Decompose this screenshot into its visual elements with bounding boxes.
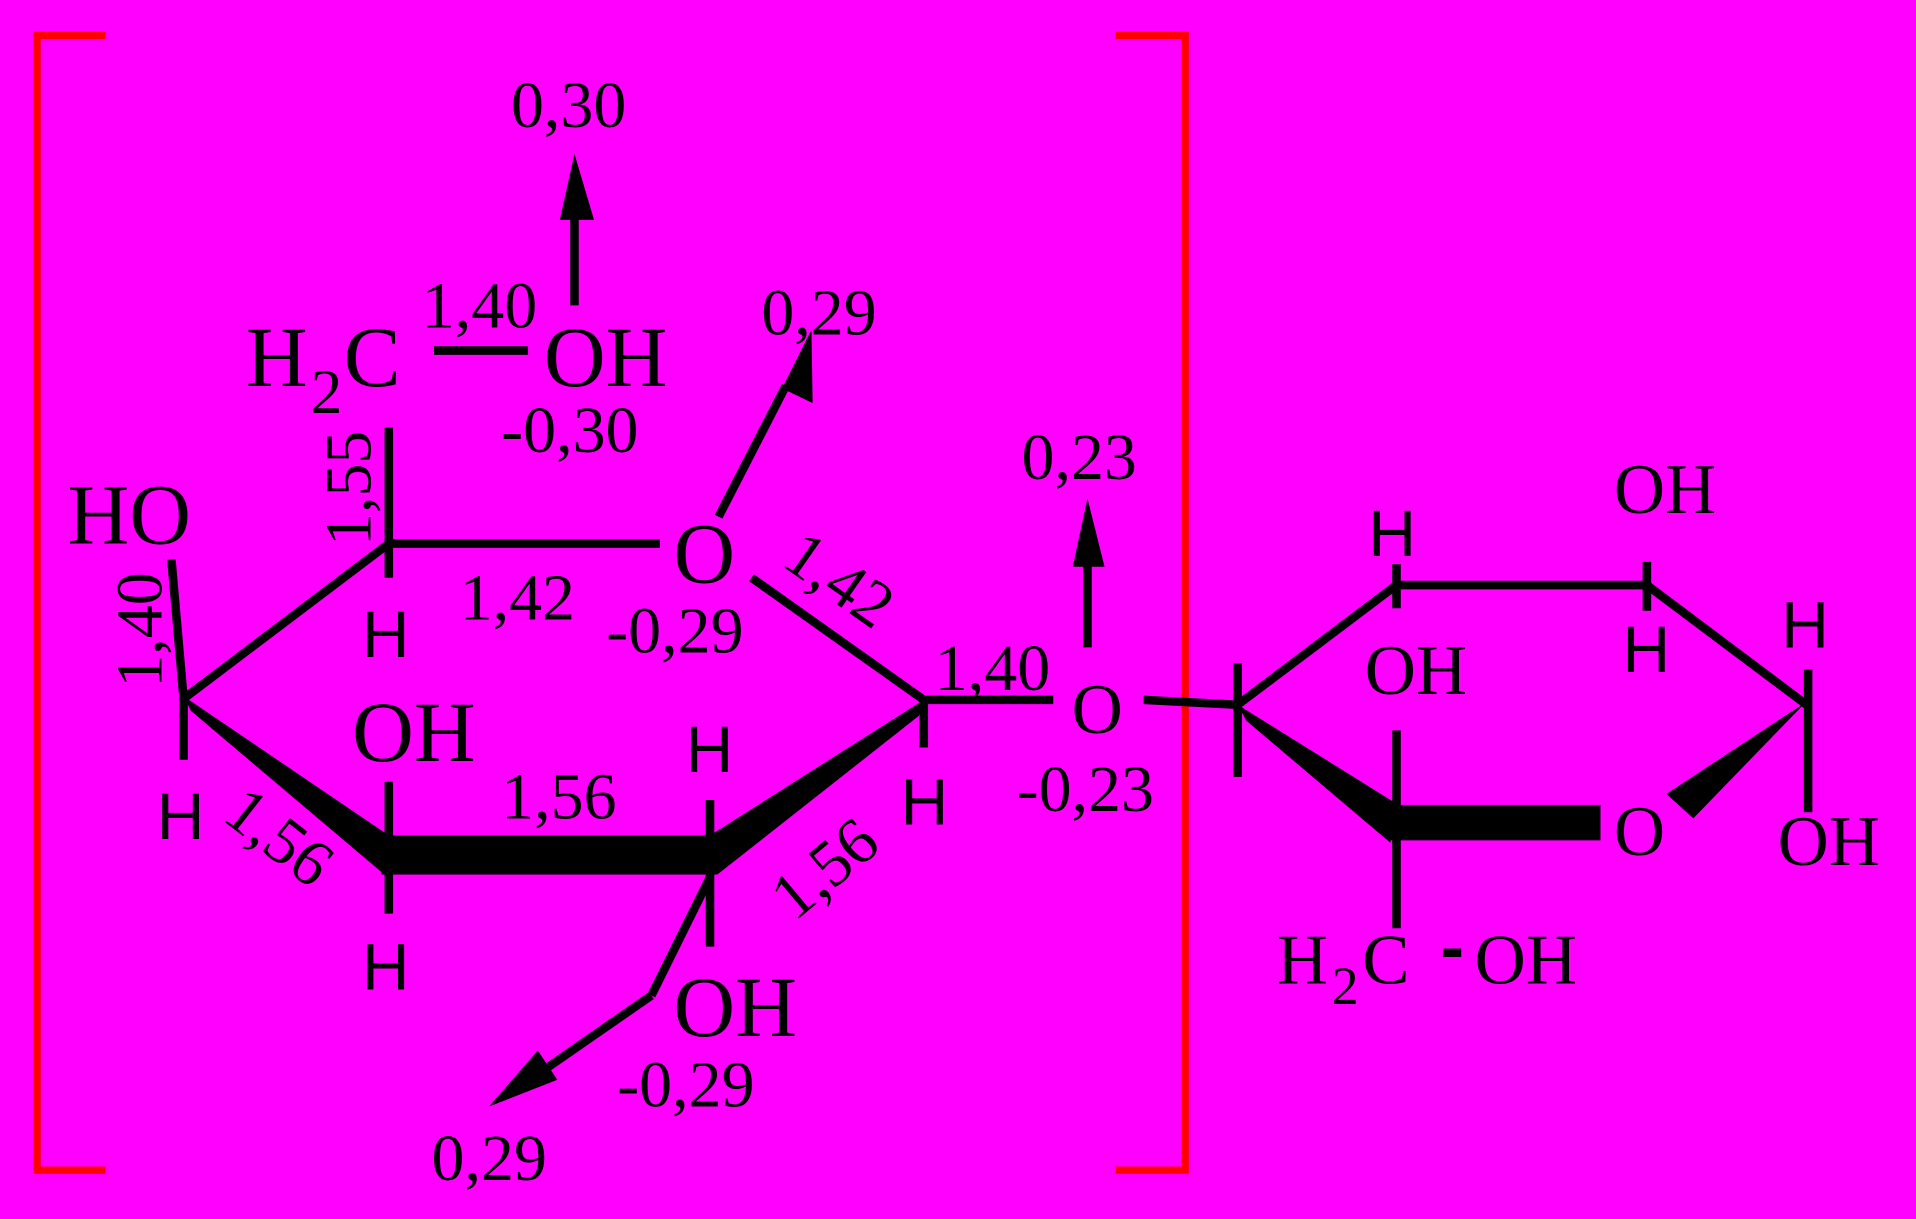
svg-text:H: H: [901, 764, 949, 838]
svg-text:0,30: 0,30: [511, 69, 626, 142]
svg-text:OH: OH: [544, 311, 668, 405]
svg-text:O: O: [1614, 793, 1665, 871]
svg-text:C: C: [1362, 921, 1409, 999]
svg-text:1,40: 1,40: [422, 269, 537, 342]
svg-text:OH: OH: [1614, 451, 1716, 529]
svg-text:-0,29: -0,29: [606, 594, 743, 667]
c3-hydroxyl: OH: [352, 686, 476, 780]
right-unit-labels: H OH OH H H O OH H 2 C OH: [1277, 451, 1880, 1016]
svg-text:C: C: [344, 311, 401, 405]
svg-text:OH: OH: [1475, 921, 1577, 999]
svg-text:2: 2: [1332, 956, 1359, 1016]
svg-text:H: H: [157, 779, 205, 853]
right-bracket: [1115, 31, 1189, 1174]
svg-text:1,56: 1,56: [501, 760, 616, 833]
svg-text:H: H: [1277, 921, 1328, 999]
c4-hydroxyl: HO: [68, 469, 191, 563]
svg-text:H: H: [1622, 612, 1670, 686]
left-ring-hydrogens: H H H H H: [157, 597, 948, 1003]
charge-labels: 0,30 -0,30 0,29 -0,29 0,23 -0,23 -0,29 0…: [432, 69, 1154, 1195]
svg-text:H: H: [246, 311, 308, 405]
svg-text:OH: OH: [1365, 632, 1467, 710]
svg-text:0,23: 0,23: [1022, 421, 1137, 494]
svg-text:-0,29: -0,29: [617, 1049, 754, 1122]
svg-text:1,40: 1,40: [935, 632, 1050, 705]
svg-text:H: H: [362, 929, 410, 1003]
svg-text:OH: OH: [1778, 803, 1880, 881]
svg-text:-0,30: -0,30: [501, 394, 638, 467]
bond-length-labels: 1,40 1,55 1,40 1,42 1,42 1,40 1,56 1,56 …: [104, 269, 1051, 933]
right-ring-wedges: [1237, 702, 1806, 843]
glycosidic-oxygen: O: [1072, 671, 1123, 749]
svg-text:-0,23: -0,23: [1017, 753, 1154, 826]
svg-text:2: 2: [311, 356, 343, 427]
c2-hydroxyl: OH: [673, 961, 797, 1055]
svg-text:1,42: 1,42: [460, 561, 575, 634]
left-bracket: [33, 31, 106, 1174]
svg-text:H: H: [362, 597, 410, 671]
left-ch2oh-group: H 2 C OH: [246, 311, 668, 427]
svg-text:1,55: 1,55: [312, 431, 385, 546]
svg-text:0,29: 0,29: [432, 1122, 547, 1195]
ring-oxygen: O: [673, 508, 735, 602]
svg-text:H: H: [686, 712, 734, 786]
glycosidic-link: [1143, 695, 1238, 710]
svg-text:H: H: [1368, 496, 1416, 570]
svg-text:1,40: 1,40: [104, 572, 177, 687]
arrowheads: [488, 153, 1105, 1107]
svg-text:0,29: 0,29: [761, 277, 876, 350]
svg-text:H: H: [1781, 587, 1829, 661]
left-ring-wedges: [183, 696, 924, 875]
